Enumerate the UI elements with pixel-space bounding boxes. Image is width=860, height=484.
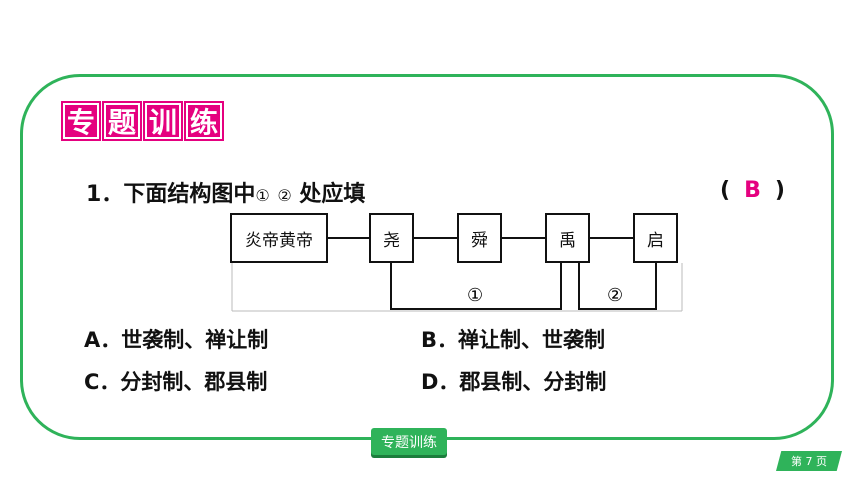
title-char: 练 [186, 103, 222, 139]
title-char: 训 [145, 103, 181, 139]
question-number: 1． [86, 182, 124, 207]
title-char: 专 [63, 103, 99, 139]
bracket-open: ( [720, 178, 731, 203]
question-text: 1．下面结构图中① ② 处应填 [86, 176, 365, 208]
box-yu: 禹 [545, 213, 590, 263]
title-char: 题 [104, 103, 140, 139]
structure-diagram: 炎帝黄帝 尧 舜 禹 启 ① ② [230, 213, 684, 313]
question-stem: 下面结构图中 [123, 182, 256, 207]
option-c[interactable]: C．分封制、郡县制 [84, 370, 268, 394]
label-2: ② [607, 285, 624, 306]
answer-bracket: ( B) [720, 178, 785, 203]
option-b[interactable]: B．禅让制、世袭制 [421, 328, 606, 352]
answer-letter: B [744, 178, 761, 203]
section-tab[interactable]: 专题训练 [371, 428, 447, 455]
box-qi: 启 [633, 213, 678, 263]
box-shun: 舜 [457, 213, 502, 263]
bracket-close: ) [774, 178, 785, 203]
option-a[interactable]: A．世袭制、禅让制 [84, 328, 269, 352]
box-yao: 尧 [369, 213, 414, 263]
option-d[interactable]: D．郡县制、分封制 [421, 370, 607, 394]
box-yandi-huangdi: 炎帝黄帝 [230, 213, 328, 263]
marker-1: ① [255, 186, 270, 205]
section-title: 专 题 训 练 [63, 103, 225, 139]
question-stem-end: 处应填 [299, 182, 366, 207]
diagram-lines [231, 237, 683, 312]
page-number-badge: 第 7 页 [776, 451, 842, 471]
label-1: ① [467, 285, 484, 306]
marker-2: ② [277, 186, 292, 205]
